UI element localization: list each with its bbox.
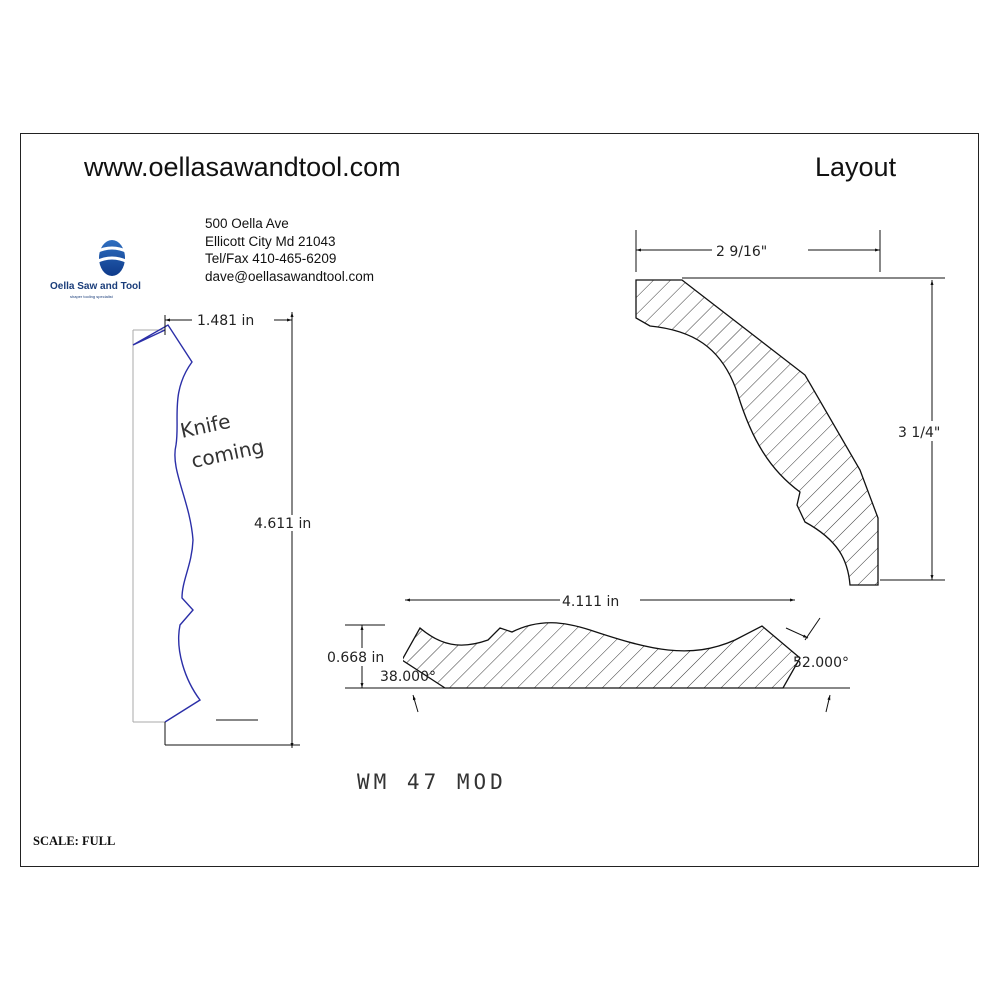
left-height-dim: 4.611 in: [254, 516, 311, 532]
right-profile: 2 9/16" 3 1/4": [635, 230, 971, 586]
address-block: 500 Oella Ave Ellicott City Md 21043 Tel…: [205, 215, 374, 285]
angle-left-dim: 38.000°: [380, 669, 436, 685]
logo-tagline: shaper tooling specialist: [70, 294, 113, 299]
bottom-profile: 4.111 in 0.668 in 38.000° 52.000°: [325, 591, 850, 713]
bottom-width-dim: 4.111 in: [562, 594, 619, 610]
drawing-frame: [20, 133, 979, 867]
left-width-dim: 1.481 in: [197, 313, 254, 329]
right-height-dim: 3 1/4": [898, 425, 940, 441]
logo-name: Oella Saw and Tool: [50, 281, 141, 292]
page-title: Layout: [815, 152, 897, 182]
angle-right-dim: 52.000°: [793, 655, 849, 671]
address-email: dave@oellasawandtool.com: [205, 268, 375, 284]
left-profile: 1.481 in 4.611 in Knife coming: [132, 312, 330, 748]
address-phone: Tel/Fax 410-465-6209: [205, 251, 337, 266]
note-coming: coming: [189, 434, 266, 473]
address-city: Ellicott City Md 21043: [205, 233, 336, 249]
part-name: WM 47 MOD: [357, 770, 507, 794]
note-knife: Knife: [178, 409, 233, 443]
right-width-dim: 2 9/16": [716, 244, 767, 260]
bottom-thickness-dim: 0.668 in: [327, 650, 384, 666]
logo-icon: [95, 240, 129, 276]
address-street: 500 Oella Ave: [205, 216, 289, 231]
scale-label: SCALE: FULL: [33, 834, 116, 848]
website-url: www.oellasawandtool.com: [84, 152, 401, 182]
